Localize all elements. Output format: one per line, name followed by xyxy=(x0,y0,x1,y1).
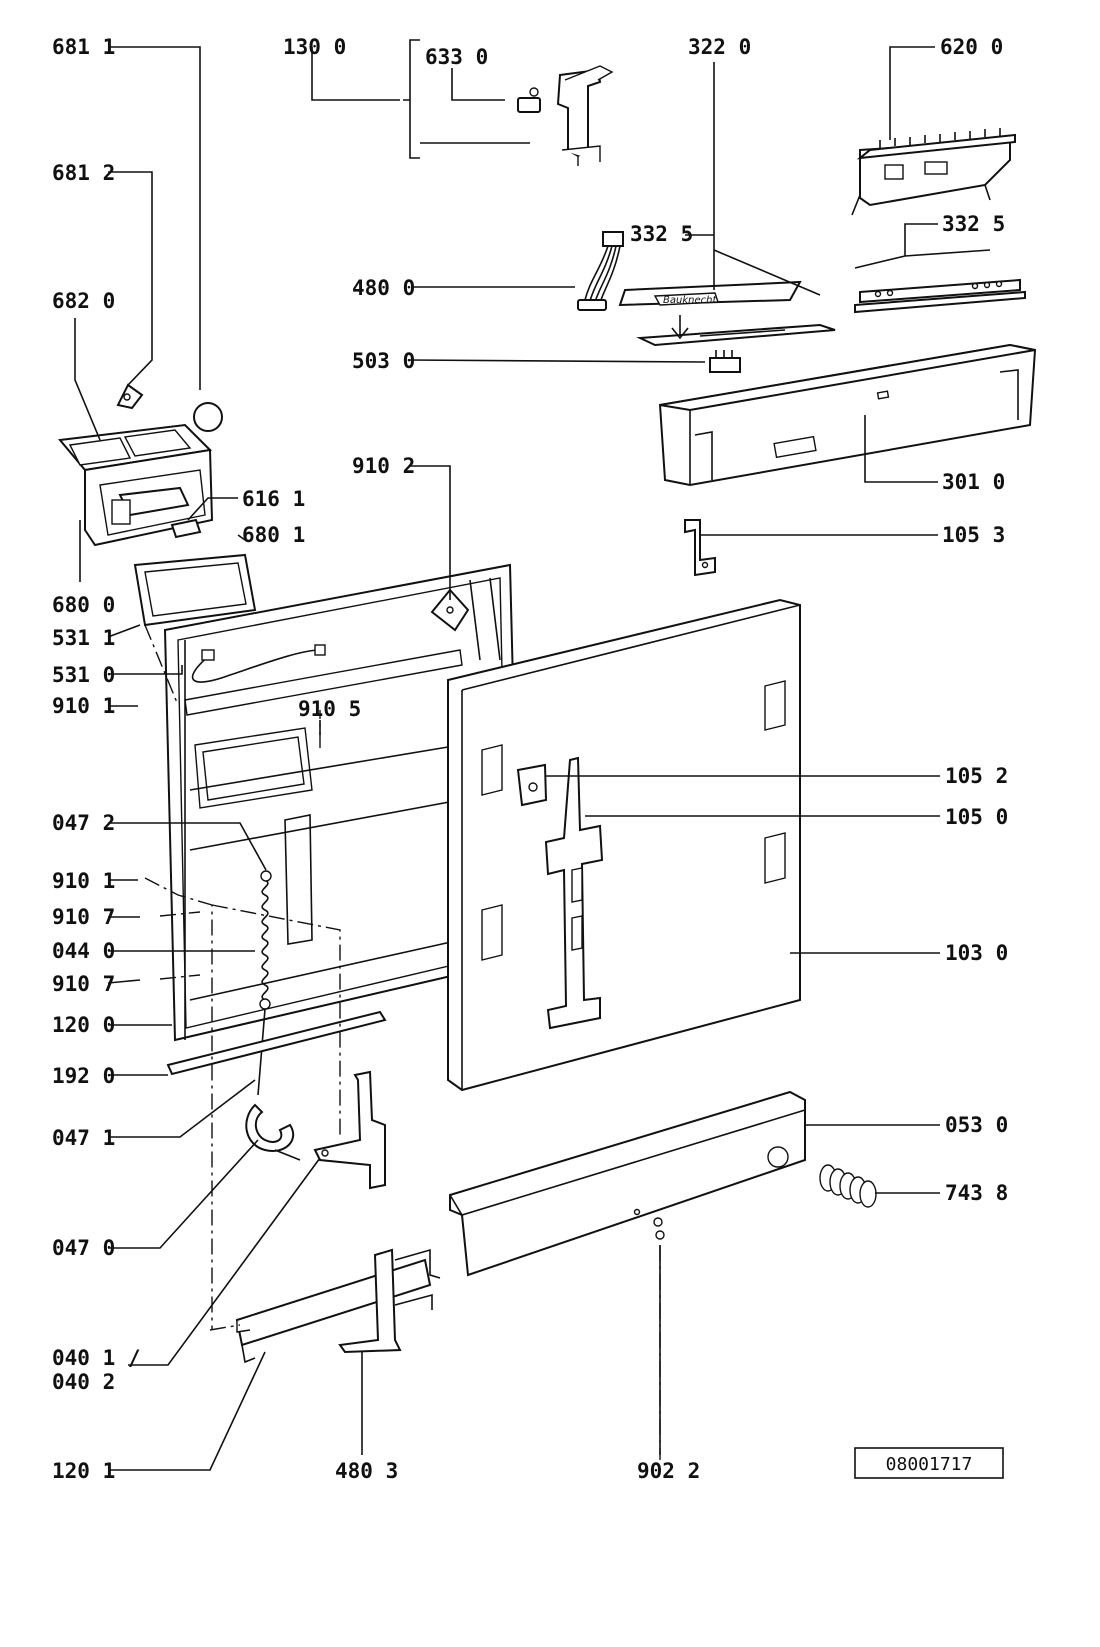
label-620-0: 620 0 xyxy=(940,35,1003,59)
part-connector xyxy=(709,350,741,373)
label-044-0: 044 0 xyxy=(52,939,115,963)
label-047-0: 047 0 xyxy=(52,1236,115,1260)
construction-line xyxy=(144,624,179,706)
label-120-1: 120 1 xyxy=(52,1459,115,1483)
part-trim-strip xyxy=(854,278,1026,314)
label-332-5-right: 332 5 xyxy=(942,212,1005,236)
part-bottom-rail xyxy=(166,1010,387,1076)
label-105-0: 105 0 xyxy=(945,805,1008,829)
part-control-module xyxy=(851,128,1016,216)
label-480-0: 480 0 xyxy=(352,276,415,300)
label-531-1: 531 1 xyxy=(52,626,115,650)
label-616-1: 616 1 xyxy=(242,487,305,511)
label-531-0: 531 0 xyxy=(52,663,115,687)
label-105-3: 105 3 xyxy=(942,523,1005,547)
part-clip xyxy=(170,518,202,539)
label-503-0: 503 0 xyxy=(352,349,415,373)
construction-line xyxy=(209,1324,241,1331)
construction-line xyxy=(211,904,341,1135)
part-detergent-dispenser xyxy=(58,423,214,547)
part-wire-harness xyxy=(577,231,624,311)
label-047-2: 047 2 xyxy=(52,811,115,835)
part-lower-bracket xyxy=(235,1258,432,1364)
part-brand-strip: Bauknecht xyxy=(618,280,836,347)
label-902-2: 902 2 xyxy=(637,1459,700,1483)
label-910-2: 910 2 xyxy=(352,454,415,478)
label-743-8: 743 8 xyxy=(945,1181,1008,1205)
part-spring-hook xyxy=(245,1103,301,1161)
label-910-5: 910 5 xyxy=(298,697,361,721)
construction-line xyxy=(159,911,201,980)
label-480-3: 480 3 xyxy=(335,1459,398,1483)
brand-text: Bauknecht xyxy=(663,295,717,306)
reference-number: 08001717 xyxy=(886,1454,973,1475)
part-control-panel xyxy=(658,343,1037,487)
label-910-7-top: 910 7 xyxy=(52,905,115,929)
label-120-0: 120 0 xyxy=(52,1013,115,1037)
label-130-0: 130 0 xyxy=(283,35,346,59)
part-latch-plate xyxy=(516,756,604,1030)
label-910-7-bottom: 910 7 xyxy=(52,972,115,996)
part-rinse-cap xyxy=(193,402,223,432)
part-number-labels: 681 1 130 0 633 0 322 0 620 0 681 2 332 … xyxy=(52,35,1008,1483)
label-040-2: 040 2 xyxy=(52,1370,115,1394)
part-door-wiring xyxy=(191,649,321,683)
label-053-0: 053 0 xyxy=(945,1113,1008,1137)
part-gasket xyxy=(133,553,257,627)
part-kick-plate xyxy=(449,1090,806,1277)
part-hinge-bracket xyxy=(684,519,716,577)
leader-lines xyxy=(74,39,991,1471)
label-910-1-bottom: 910 1 xyxy=(52,869,115,893)
part-kick-plate-spring xyxy=(819,1164,877,1208)
label-192-0: 192 0 xyxy=(52,1064,115,1088)
label-910-1-top: 910 1 xyxy=(52,694,115,718)
label-680-0: 680 0 xyxy=(52,593,115,617)
label-103-0: 103 0 xyxy=(945,941,1008,965)
part-screw xyxy=(653,1217,665,1240)
label-681-1: 681 1 xyxy=(52,35,115,59)
label-105-2: 105 2 xyxy=(945,764,1008,788)
reference-number-box: 08001717 xyxy=(854,1447,1004,1479)
part-outer-door xyxy=(447,598,801,1092)
label-633-0: 633 0 xyxy=(425,45,488,69)
part-dispenser-cap xyxy=(116,383,144,410)
label-047-1: 047 1 xyxy=(52,1126,115,1150)
label-301-0: 301 0 xyxy=(942,470,1005,494)
label-682-0: 682 0 xyxy=(52,289,115,313)
part-door-switch-assembly xyxy=(517,65,614,166)
part-door-hinge-bracket xyxy=(313,1070,386,1190)
label-332-5-left: 332 5 xyxy=(630,222,693,246)
label-322-0: 322 0 xyxy=(688,35,751,59)
label-680-1: 680 1 xyxy=(242,523,305,547)
part-strap xyxy=(338,1248,441,1354)
label-040-1: 040 1 / xyxy=(52,1346,141,1370)
label-681-2: 681 2 xyxy=(52,161,115,185)
